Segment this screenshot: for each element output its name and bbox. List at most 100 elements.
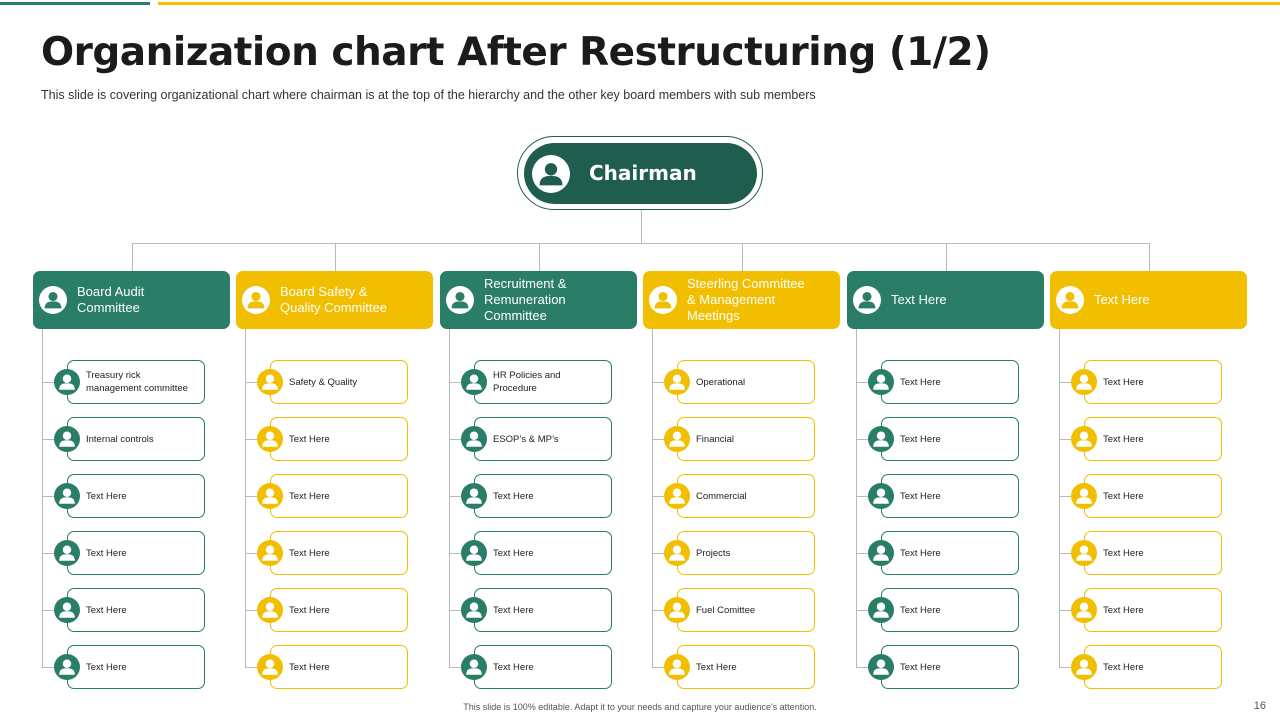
user-icon	[461, 540, 487, 566]
sub-member-label: Text Here	[289, 433, 330, 445]
user-icon	[39, 286, 67, 314]
sub-member-box: Text Here	[881, 474, 1019, 518]
chairman-outline	[517, 136, 763, 210]
sub-member-box: Internal controls	[67, 417, 205, 461]
sub-member-box: Text Here	[67, 474, 205, 518]
user-icon	[461, 369, 487, 395]
sub-member-label: Text Here	[1103, 490, 1144, 502]
sub-member-label: Text Here	[1103, 661, 1144, 673]
user-icon	[664, 597, 690, 623]
tree-vertical-line	[856, 329, 857, 668]
user-icon	[257, 654, 283, 680]
user-icon	[1071, 426, 1097, 452]
user-icon	[868, 426, 894, 452]
sub-member-box: Projects	[677, 531, 815, 575]
sub-member-label: Text Here	[289, 547, 330, 559]
sub-member-label: Text Here	[696, 661, 737, 673]
tree-vertical-line	[42, 329, 43, 668]
sub-member-label: Operational	[696, 376, 746, 388]
user-icon	[257, 540, 283, 566]
user-icon	[1071, 654, 1097, 680]
committee-label: Board Safety & Quality Committee	[280, 284, 387, 315]
sub-member-label: Projects	[696, 547, 731, 559]
user-icon	[1071, 597, 1097, 623]
user-icon	[257, 597, 283, 623]
sub-member-box: HR Policies and Procedure	[474, 360, 612, 404]
committee-header: Text Here	[847, 271, 1044, 329]
user-icon	[54, 597, 80, 623]
user-icon	[868, 597, 894, 623]
user-icon	[54, 483, 80, 509]
sub-member-label: HR Policies and Procedure	[493, 370, 561, 394]
sub-member-box: Text Here	[1084, 645, 1222, 689]
committee-connector	[538, 243, 540, 271]
sub-member-label: Treasury rick management committee	[86, 370, 188, 394]
user-icon	[54, 654, 80, 680]
user-icon	[54, 540, 80, 566]
sub-member-box: Text Here	[881, 417, 1019, 461]
sub-member-label: Financial	[696, 433, 735, 445]
chairman-label: Chairman	[589, 161, 697, 185]
sub-member-box: Text Here	[270, 417, 408, 461]
sub-member-label: Text Here	[1103, 604, 1144, 616]
sub-member-label: Text Here	[86, 547, 127, 559]
user-icon	[532, 155, 570, 193]
sub-member-box: Text Here	[474, 588, 612, 632]
user-icon	[1071, 369, 1097, 395]
sub-member-label: Text Here	[289, 661, 330, 673]
top-accent-green	[0, 2, 150, 5]
tree-vertical-line	[652, 329, 653, 668]
user-icon	[1071, 483, 1097, 509]
sub-member-label: Text Here	[289, 604, 330, 616]
sub-member-box: Text Here	[1084, 531, 1222, 575]
tree-vertical-line	[449, 329, 450, 668]
user-icon	[446, 286, 474, 314]
sub-member-box: Operational	[677, 360, 815, 404]
user-icon	[257, 369, 283, 395]
sub-member-label: Text Here	[1103, 547, 1144, 559]
sub-member-box: Fuel Comittee	[677, 588, 815, 632]
user-icon	[1071, 540, 1097, 566]
committee-header: Text Here	[1050, 271, 1247, 329]
committee-label: Board Audit Committee	[77, 284, 145, 315]
committee-header: Board Safety & Quality Committee	[236, 271, 433, 329]
sub-member-label: Text Here	[493, 547, 534, 559]
user-icon	[664, 369, 690, 395]
user-icon	[461, 483, 487, 509]
sub-member-label: Text Here	[1103, 376, 1144, 388]
sub-member-label: Text Here	[493, 490, 534, 502]
sub-member-box: Text Here	[1084, 360, 1222, 404]
sub-member-label: Text Here	[900, 376, 941, 388]
committee-connector	[131, 243, 133, 271]
user-icon	[664, 426, 690, 452]
sub-member-label: Safety & Quality	[289, 376, 358, 388]
committee-connector	[334, 243, 336, 271]
sub-member-label: Internal controls	[86, 433, 154, 445]
sub-member-label: Text Here	[900, 433, 941, 445]
sub-member-box: Safety & Quality	[270, 360, 408, 404]
committee-label: Text Here	[891, 292, 947, 307]
sub-member-label: Text Here	[493, 661, 534, 673]
sub-member-label: Text Here	[1103, 433, 1144, 445]
page-title: Organization chart After Restructuring (…	[41, 30, 991, 75]
tree-vertical-line	[245, 329, 246, 668]
committee-connector	[1148, 243, 1150, 271]
page-number: 16	[1253, 700, 1266, 712]
user-icon	[868, 540, 894, 566]
committee-label: Text Here	[1094, 292, 1150, 307]
sub-member-box: Text Here	[67, 531, 205, 575]
sub-member-box: Treasury rick management committee	[67, 360, 205, 404]
user-icon	[868, 654, 894, 680]
sub-member-label: Commercial	[696, 490, 747, 502]
sub-member-label: Text Here	[289, 490, 330, 502]
user-icon	[664, 483, 690, 509]
tree-vertical-line	[1059, 329, 1060, 668]
sub-member-box: Commercial	[677, 474, 815, 518]
sub-member-label: Text Here	[900, 661, 941, 673]
user-icon	[461, 426, 487, 452]
sub-member-box: Text Here	[1084, 474, 1222, 518]
user-icon	[664, 654, 690, 680]
sub-member-box: Text Here	[881, 645, 1019, 689]
user-icon	[649, 286, 677, 314]
user-icon	[868, 369, 894, 395]
